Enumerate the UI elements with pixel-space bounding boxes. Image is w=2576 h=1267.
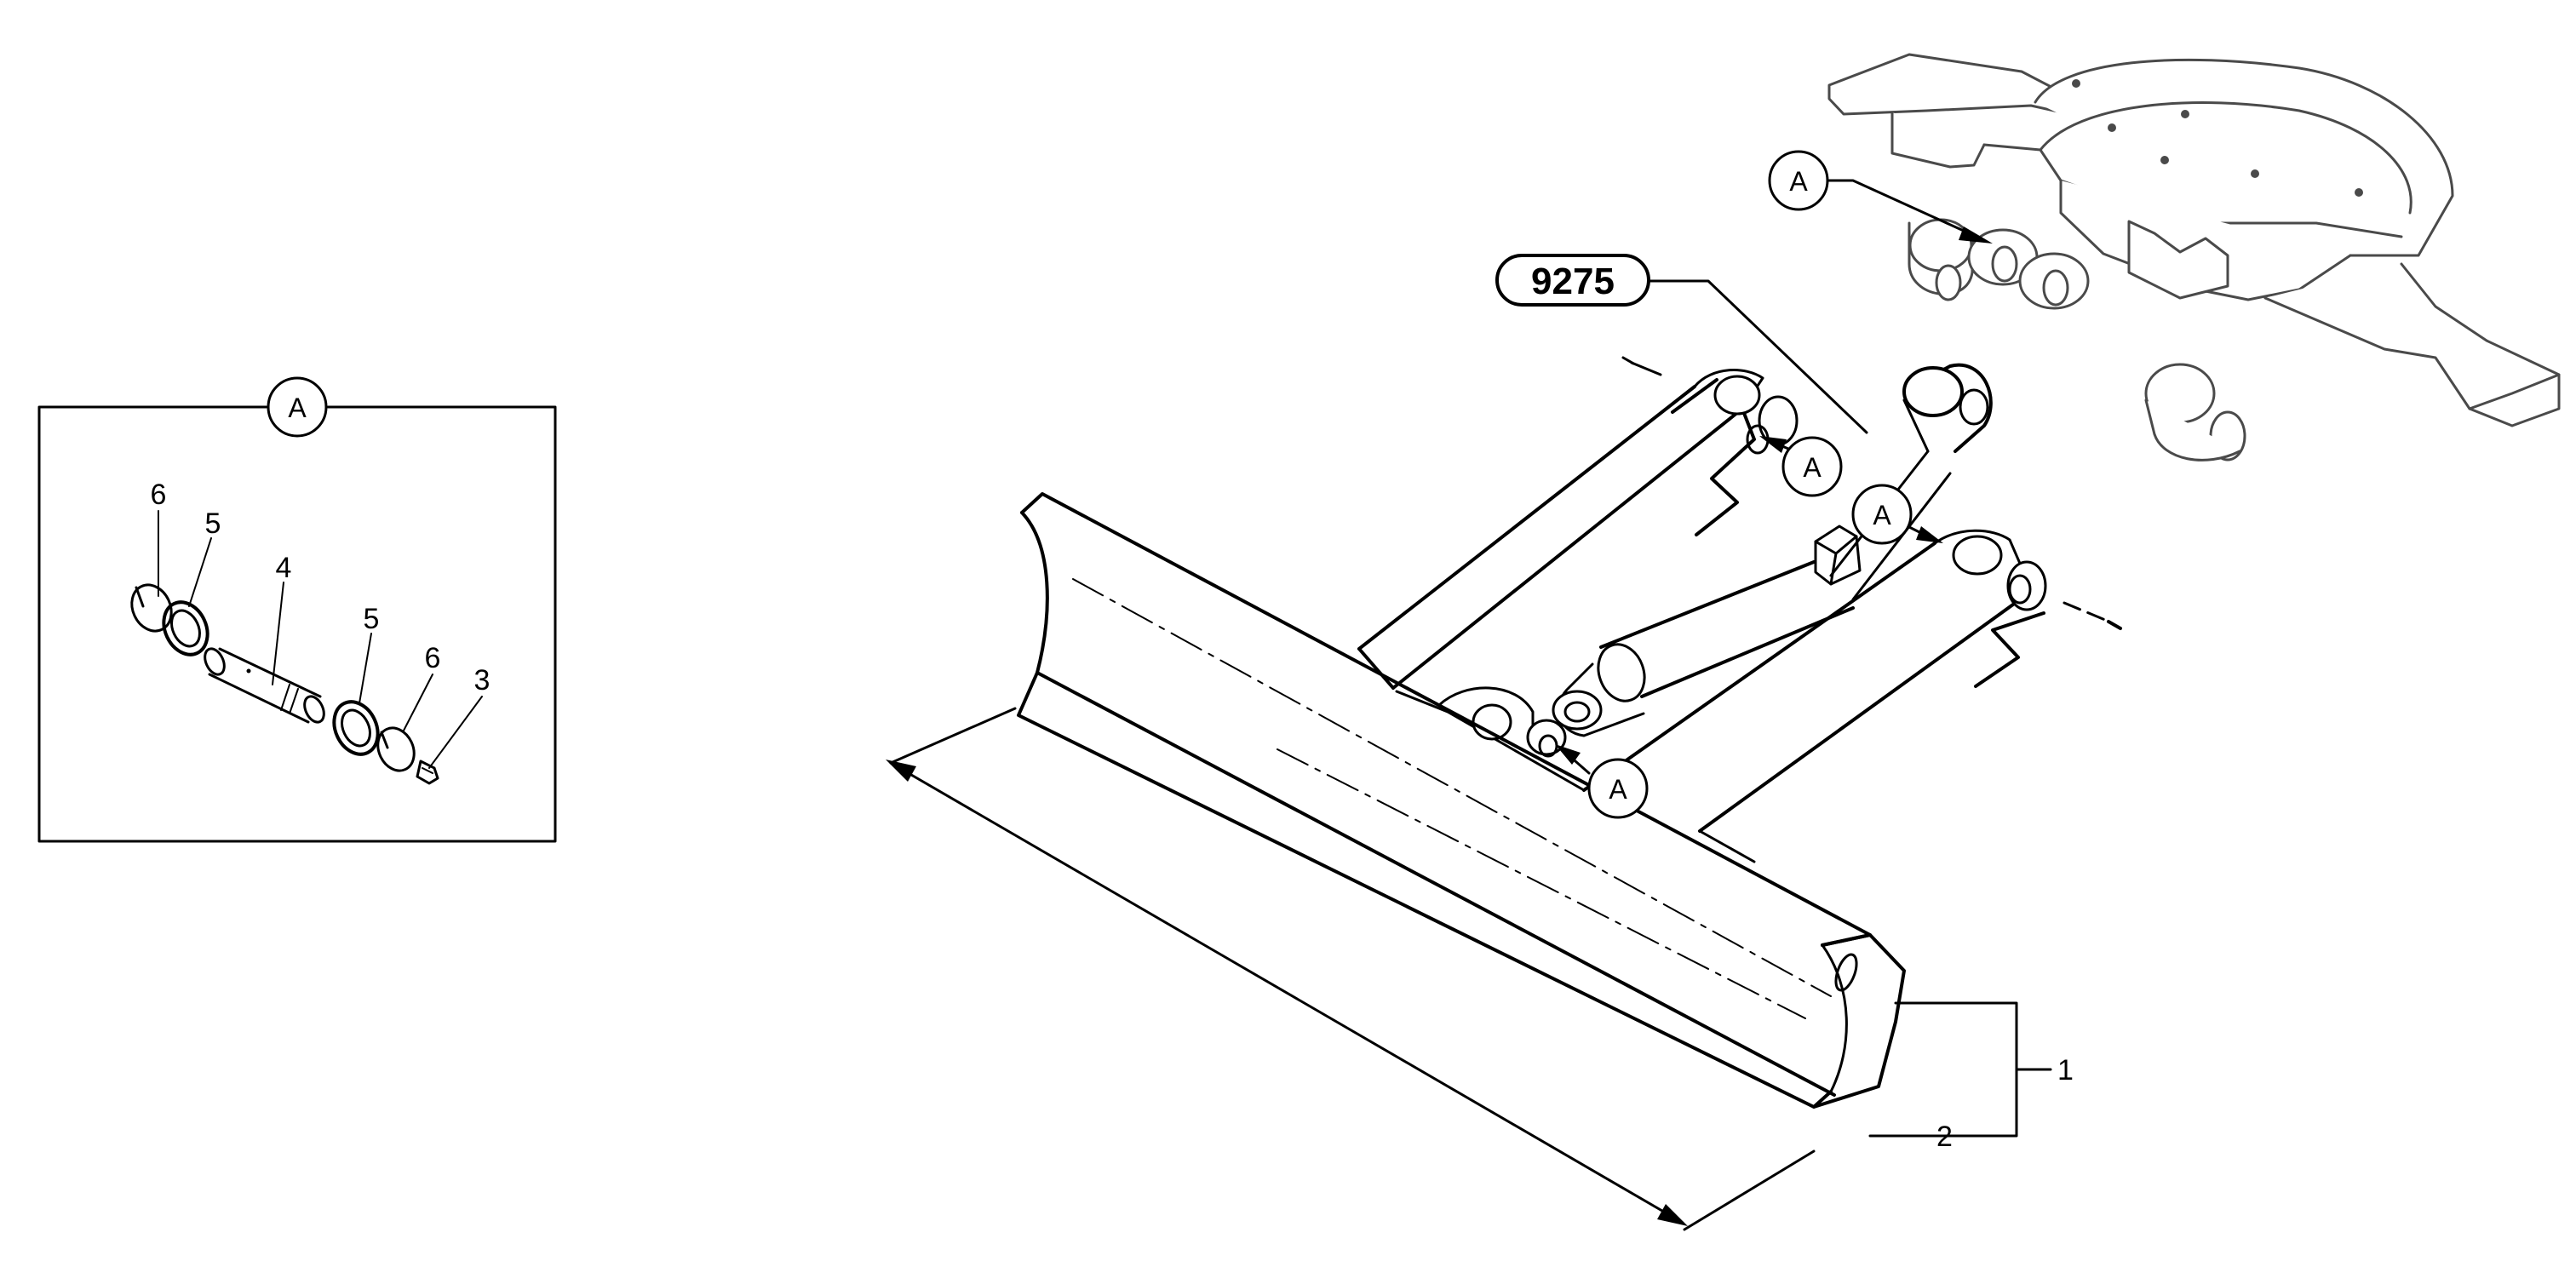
label-cutting-edge: 2 — [1936, 1121, 1953, 1153]
group-ref-9275 — [1495, 254, 1868, 434]
detail-box-a: A — [37, 376, 557, 843]
detail-ref-label: A — [288, 393, 307, 423]
part-number-3: 3 — [474, 664, 491, 697]
grease-fitting — [416, 760, 439, 785]
callout-a-arm — [1759, 436, 1843, 497]
part-number-6a: 6 — [151, 479, 167, 511]
washer-right — [332, 700, 380, 756]
blade-push-frame — [1357, 356, 2122, 863]
label-assembly: 1 — [2057, 1054, 2074, 1086]
callout-a-frame-label: A — [1789, 166, 1808, 197]
frame-bolt-holes — [2072, 79, 2363, 197]
callout-a-bracket — [1555, 744, 1649, 819]
part-number-4: 4 — [276, 552, 292, 584]
part-number-5a: 5 — [205, 507, 221, 540]
pin — [204, 647, 325, 724]
callout-a-frame — [1768, 150, 1993, 244]
part-number-6b: 6 — [425, 642, 441, 674]
blade-width-dimension — [886, 707, 1816, 1231]
group-ref-label: 9275 — [1531, 261, 1615, 302]
blade-cylinder — [1552, 363, 1993, 737]
frame-bosses — [1908, 218, 2246, 462]
detail-leaders — [158, 510, 483, 769]
callout-a-bracket-label: A — [1609, 774, 1627, 805]
undercarriage-frame — [1827, 53, 2561, 462]
washer-left — [162, 600, 209, 656]
callout-a-right-label: A — [1873, 500, 1891, 530]
assembly-bracket — [1868, 1001, 2052, 1138]
snap-ring-left — [130, 583, 173, 633]
callout-a-right — [1851, 484, 1943, 545]
part-number-5b: 5 — [364, 603, 380, 635]
dozer-blade — [1017, 492, 1906, 1109]
detail-ref-circle — [267, 376, 328, 438]
snap-ring-right — [376, 726, 416, 772]
callout-a-arm-label: A — [1803, 452, 1822, 483]
